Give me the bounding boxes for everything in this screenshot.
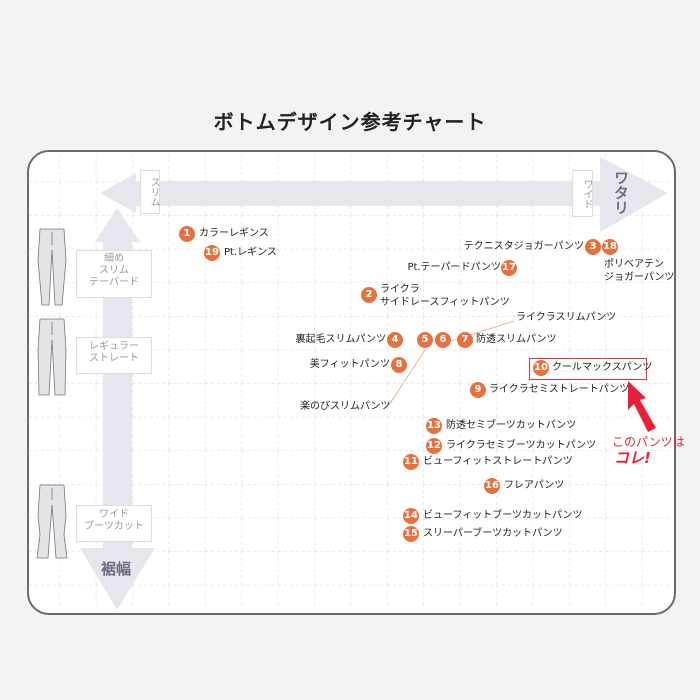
badge-9: 9 [470, 382, 486, 398]
axis-title-hem-width: 裾幅 [101, 560, 132, 578]
badge-2: 2 [361, 287, 377, 303]
item-label-11: ビューフィットストレートパンツ [423, 456, 573, 467]
regular-pants-icon [37, 318, 67, 396]
axis-label-slim-tapered: 細め スリム テーパード [76, 250, 152, 298]
badge-5: 5 [417, 332, 433, 348]
badge-6: 6 [435, 332, 451, 348]
badge-12: 12 [426, 438, 442, 454]
highlight-box [529, 358, 647, 380]
horizontal-axis-arrow [100, 157, 668, 232]
item-label-5: 楽のびスリムパンツ [300, 401, 391, 412]
leader-line-6 [444, 320, 515, 344]
item-label-19: Pt.レギンス [224, 247, 277, 258]
badge-8: 8 [391, 357, 407, 373]
bootcut-pants-icon [36, 484, 68, 559]
leader-line-5 [388, 349, 426, 406]
badge-11: 11 [403, 454, 419, 470]
vertical-axis-arrow [80, 208, 155, 610]
chart-title: ボトムデザイン参考チャート [213, 110, 487, 134]
callout-emphasis: コレ! [614, 449, 651, 467]
axis-label-slim: スリム [140, 170, 160, 214]
item-label-16: フレアパンツ [504, 480, 565, 491]
item-label-12: ライクラセミブーツカットパンツ [446, 440, 597, 451]
item-label-7: 防透スリムパンツ [476, 334, 557, 345]
item-label-14: ビューフィットブーツカットパンツ [423, 510, 583, 521]
badge-7: 7 [457, 332, 473, 348]
badge-15: 15 [403, 526, 419, 542]
badge-1: 1 [179, 226, 195, 242]
callout-arrow-icon [628, 381, 656, 432]
slim-pants-icon [37, 228, 67, 306]
axis-label-wide: ワイド [572, 170, 593, 217]
item-label-3: テクニスタジョガーパンツ [463, 241, 584, 252]
badge-19: 19 [204, 245, 220, 261]
callout-text: このパンツは [612, 435, 685, 449]
item-label-15: スリーパーブーツカットパンツ [423, 528, 563, 539]
badge-17: 17 [501, 260, 517, 276]
axis-label-wide-bootcut: ワイド ブーツカット [76, 505, 152, 542]
item-label-4: 裏起毛スリムパンツ [295, 334, 387, 345]
item-label-1: カラーレギンス [199, 228, 269, 239]
item-label-13: 防透セミブーツカットパンツ [446, 420, 577, 431]
badge-16: 16 [484, 478, 500, 494]
badge-13: 13 [426, 418, 442, 434]
badge-4: 4 [387, 332, 403, 348]
item-label-9: ライクラセミストレートパンツ [489, 384, 630, 395]
item-label-2: ライクラ サイドレースフィットパンツ [380, 284, 510, 308]
item-label-17: Pt.テーパードパンツ [407, 262, 501, 273]
badge-18: 18 [602, 239, 618, 255]
item-label-8: 美フィットパンツ [309, 359, 390, 370]
badge-3: 3 [585, 239, 601, 255]
item-label-10: クールマックスパンツ [552, 362, 653, 373]
item-label-6: ライクラスリムパンツ [516, 312, 617, 323]
item-label-18: ポリベアテン ジョガーパンツ [604, 259, 675, 283]
axis-title-watari: ワタリ [612, 170, 630, 215]
badge-14: 14 [403, 508, 419, 524]
badge-10: 10 [533, 360, 549, 376]
axis-label-regular-straight: レギュラー ストレート [76, 337, 152, 374]
